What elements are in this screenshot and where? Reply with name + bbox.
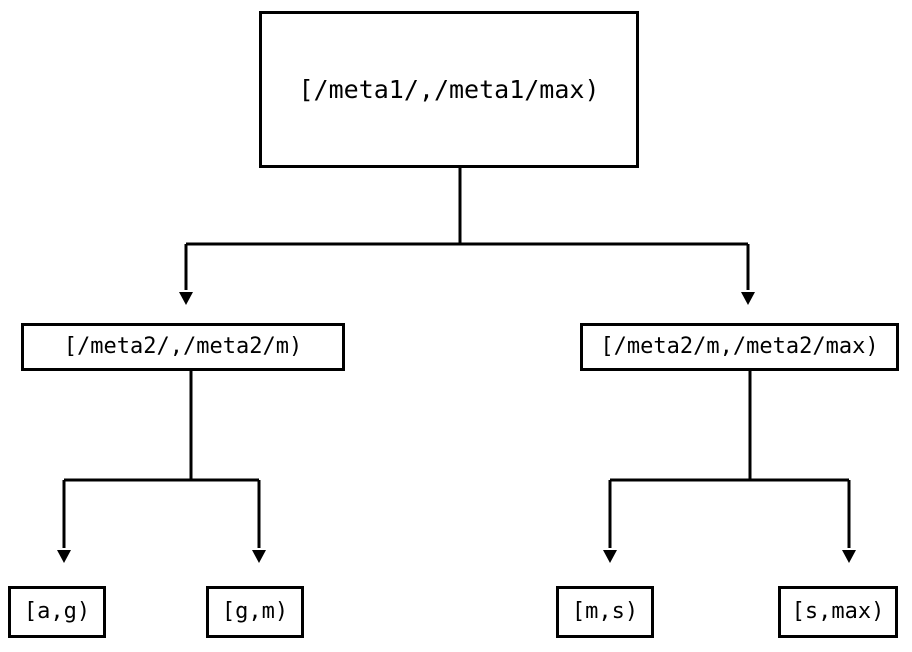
tree-node-mid-right-label: [/meta2/m,/meta2/max)	[600, 334, 879, 359]
tree-node-leaf-gm-label: [g,m)	[221, 599, 289, 624]
tree-node-leaf-smax[interactable]: [s,max)	[778, 586, 898, 638]
edge-midleft-to-leaves	[57, 371, 266, 563]
tree-node-mid-right[interactable]: [/meta2/m,/meta2/max)	[580, 323, 899, 371]
tree-node-leaf-smax-label: [s,max)	[791, 599, 885, 624]
tree-node-leaf-ag[interactable]: [a,g)	[8, 586, 106, 638]
edge-midright-to-leaves	[603, 371, 856, 563]
tree-node-root[interactable]: [/meta1/,/meta1/max)	[259, 11, 639, 168]
tree-node-root-label: [/meta1/,/meta1/max)	[298, 75, 600, 104]
tree-node-leaf-ms[interactable]: [m,s)	[556, 586, 654, 638]
edge-root-to-mid	[179, 168, 755, 305]
tree-node-leaf-gm[interactable]: [g,m)	[206, 586, 304, 638]
tree-node-mid-left-label: [/meta2/,/meta2/m)	[63, 334, 303, 359]
tree-node-mid-left[interactable]: [/meta2/,/meta2/m)	[21, 323, 345, 371]
tree-node-leaf-ms-label: [m,s)	[571, 599, 639, 624]
tree-node-leaf-ag-label: [a,g)	[23, 599, 91, 624]
